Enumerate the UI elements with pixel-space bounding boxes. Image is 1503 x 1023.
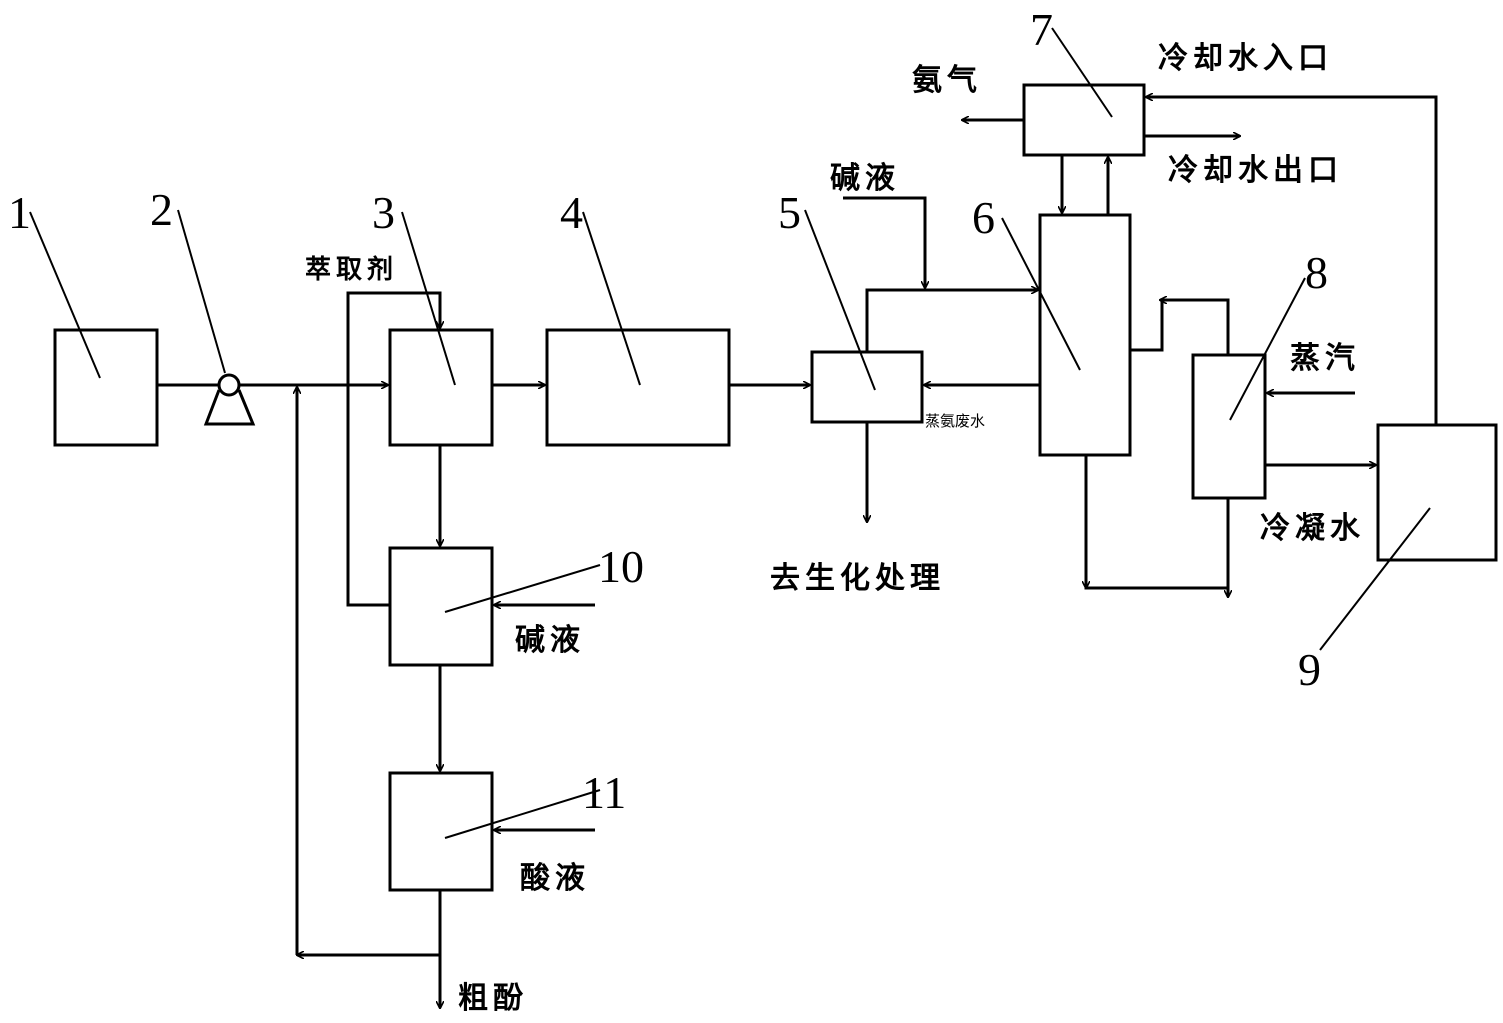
- vessel-11: [388, 771, 494, 892]
- text-steam: 蒸汽: [1290, 341, 1360, 376]
- text-cw-in: 冷却水入口: [1158, 41, 1333, 76]
- text-acid-11: 酸液: [520, 861, 590, 896]
- label-5: 5: [778, 187, 801, 238]
- text-alkali-10: 碱液: [515, 623, 585, 658]
- label-11: 11: [582, 767, 626, 818]
- leader-4: [582, 211, 641, 386]
- flow-cw-in: [1146, 97, 1438, 425]
- pump-2: [203, 373, 256, 426]
- label-7: 7: [1030, 4, 1053, 55]
- leader-1: [29, 211, 101, 379]
- leader-8: [1229, 277, 1306, 421]
- text-extractant: 萃取剂: [305, 255, 398, 285]
- text-crude-phenol: 粗酚: [458, 981, 528, 1016]
- flow-5-to-6: [865, 290, 1038, 352]
- unit-5: [810, 350, 924, 424]
- vessel-10: [388, 546, 494, 667]
- label-2: 2: [150, 184, 173, 235]
- leader-10: [444, 564, 601, 613]
- leader-2: [177, 209, 226, 374]
- leader-5: [804, 209, 876, 391]
- tank-9: [1376, 423, 1498, 562]
- text-alkali-top: 碱液: [830, 161, 900, 196]
- leader-6: [1001, 217, 1081, 371]
- condenser-7: [1022, 83, 1146, 157]
- leader-7: [1051, 27, 1113, 118]
- extractor-3: [388, 328, 494, 447]
- leader-9: [1319, 507, 1431, 651]
- leader-11: [444, 789, 601, 839]
- leader-3: [401, 211, 456, 386]
- flow-alkali-top: [843, 196, 925, 288]
- tank-1: [53, 328, 159, 447]
- label-6: 6: [972, 192, 995, 243]
- label-1: 1: [8, 187, 31, 238]
- reboiler-8: [1191, 353, 1267, 500]
- label-9: 9: [1298, 644, 1321, 695]
- text-ammonia: 氨气: [912, 63, 982, 98]
- label-3: 3: [372, 187, 395, 238]
- text-condensate: 冷凝水: [1260, 511, 1365, 546]
- column-6: [1038, 213, 1132, 457]
- label-8: 8: [1305, 247, 1328, 298]
- flow-extractant-recycle: [346, 291, 440, 607]
- text-biochem: 去生化处理: [770, 561, 945, 596]
- flow-8-to-6: [1130, 298, 1230, 352]
- text-cw-out: 冷却水出口: [1168, 153, 1343, 188]
- unit-4: [545, 328, 731, 447]
- label-10: 10: [598, 541, 644, 592]
- text-stripped-water: 蒸氨废水: [925, 412, 985, 430]
- label-4: 4: [560, 187, 583, 238]
